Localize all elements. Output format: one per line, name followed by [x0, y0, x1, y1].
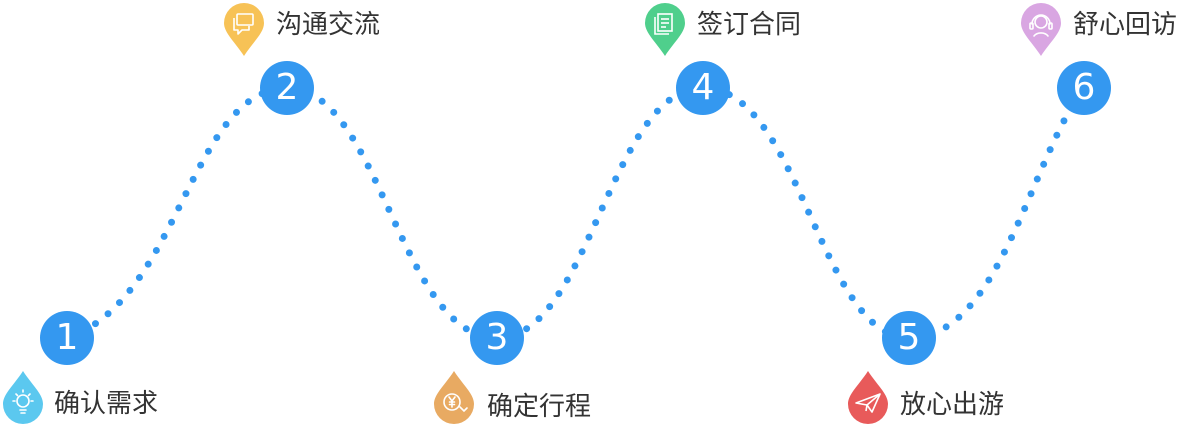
step-6-circle: 6 [1057, 61, 1111, 115]
lightbulb-icon [12, 389, 34, 414]
step-4-number: 4 [691, 67, 715, 108]
step-3-label: 确定行程 [487, 392, 592, 422]
paper-plane-icon [855, 393, 881, 413]
step-5-label: 放心出游 [900, 390, 1005, 420]
step-2-label: 沟通交流 [276, 10, 381, 40]
step-1-number: 1 [55, 317, 79, 358]
headset-icon [1029, 14, 1053, 37]
step-6-label: 舒心回访 [1073, 10, 1178, 40]
step-1-pin [0, 369, 46, 427]
step-6-number: 6 [1072, 67, 1096, 108]
step-3-circle: 3 [470, 311, 524, 365]
yen-money-icon [443, 393, 468, 413]
step-5-circle: 5 [882, 311, 936, 365]
document-icon [654, 13, 673, 35]
step-1-label: 确认需求 [54, 389, 159, 419]
step-4-pin [642, 0, 688, 58]
step-3-number: 3 [485, 317, 509, 358]
step-2-pin [221, 0, 267, 58]
step-6-pin [1018, 0, 1064, 58]
step-2-circle: 2 [260, 61, 314, 115]
step-2-number: 2 [275, 67, 299, 108]
step-3-pin [431, 369, 477, 427]
step-1-circle: 1 [40, 311, 94, 365]
step-4-circle: 4 [676, 61, 730, 115]
step-5-number: 5 [897, 317, 921, 358]
step-5-pin [845, 369, 891, 427]
step-4-label: 签订合同 [697, 10, 802, 40]
chat-bubbles-icon [233, 13, 254, 35]
dotted-connector-path [63, 84, 1088, 342]
